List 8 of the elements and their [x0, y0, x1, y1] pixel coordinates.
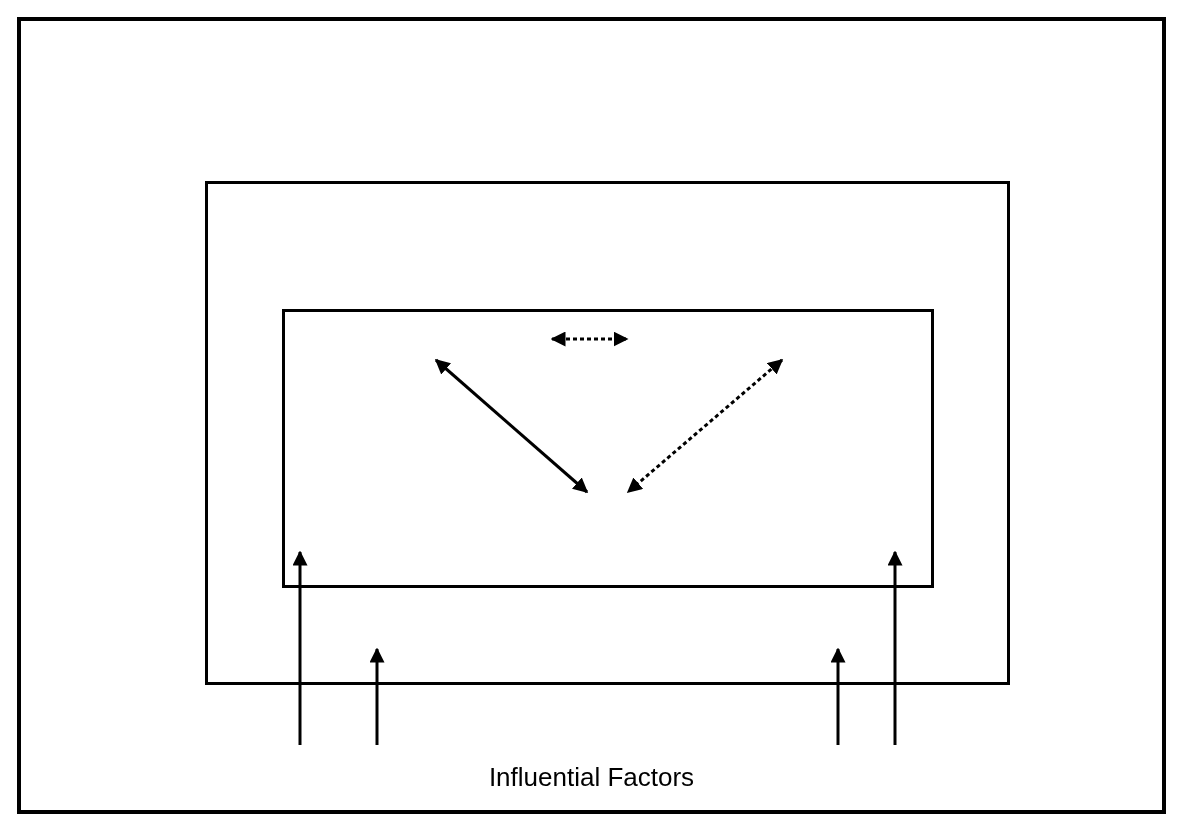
arrow [369, 647, 385, 745]
outer-frame [17, 17, 1166, 814]
inner-box [282, 309, 934, 588]
arrow [292, 550, 308, 745]
outer-box [205, 181, 1010, 685]
arrow [830, 647, 846, 745]
arrow [887, 550, 903, 745]
factors-label: Influential Factors [488, 762, 695, 792]
